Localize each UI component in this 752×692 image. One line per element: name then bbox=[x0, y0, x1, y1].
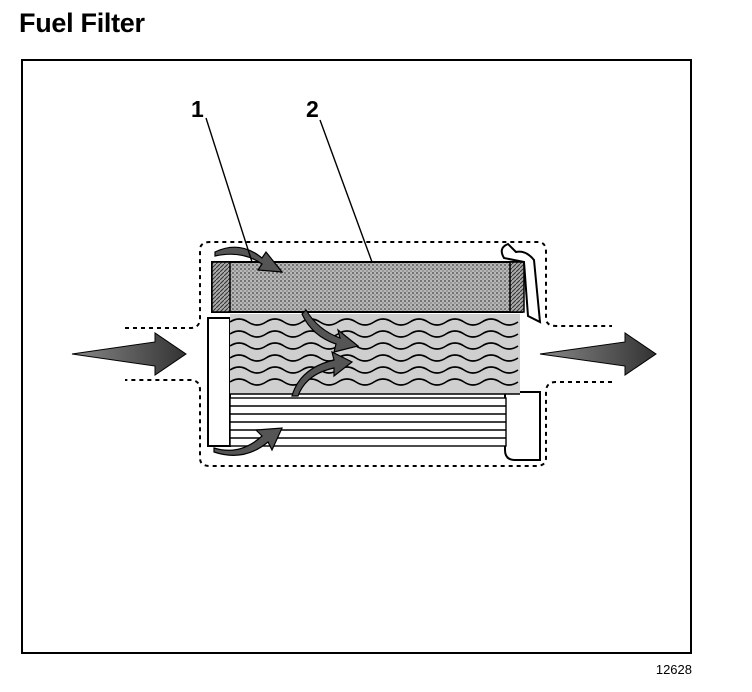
inlet-end-cap bbox=[207, 317, 231, 447]
callout-1-label: 1 bbox=[191, 96, 204, 122]
internal-flow-arrows bbox=[213, 246, 360, 456]
callout-2-leader bbox=[319, 119, 373, 263]
filter-seal-left bbox=[211, 261, 231, 313]
flow-boundary-outline bbox=[125, 241, 612, 467]
page-title: Fuel Filter bbox=[19, 8, 145, 38]
inlet-flow-arrow bbox=[71, 332, 187, 376]
outlet-end-cap bbox=[504, 391, 541, 461]
outlet-flow-arrow bbox=[539, 332, 657, 376]
outlet-retaining-clip bbox=[500, 242, 542, 324]
figure-frame bbox=[21, 59, 692, 654]
pleated-filter-media bbox=[229, 314, 520, 395]
callout-1-leader bbox=[205, 117, 253, 263]
filter-seal-right bbox=[509, 261, 525, 313]
callout-2-label: 2 bbox=[306, 96, 319, 122]
figure-number: 12628 bbox=[655, 662, 692, 677]
